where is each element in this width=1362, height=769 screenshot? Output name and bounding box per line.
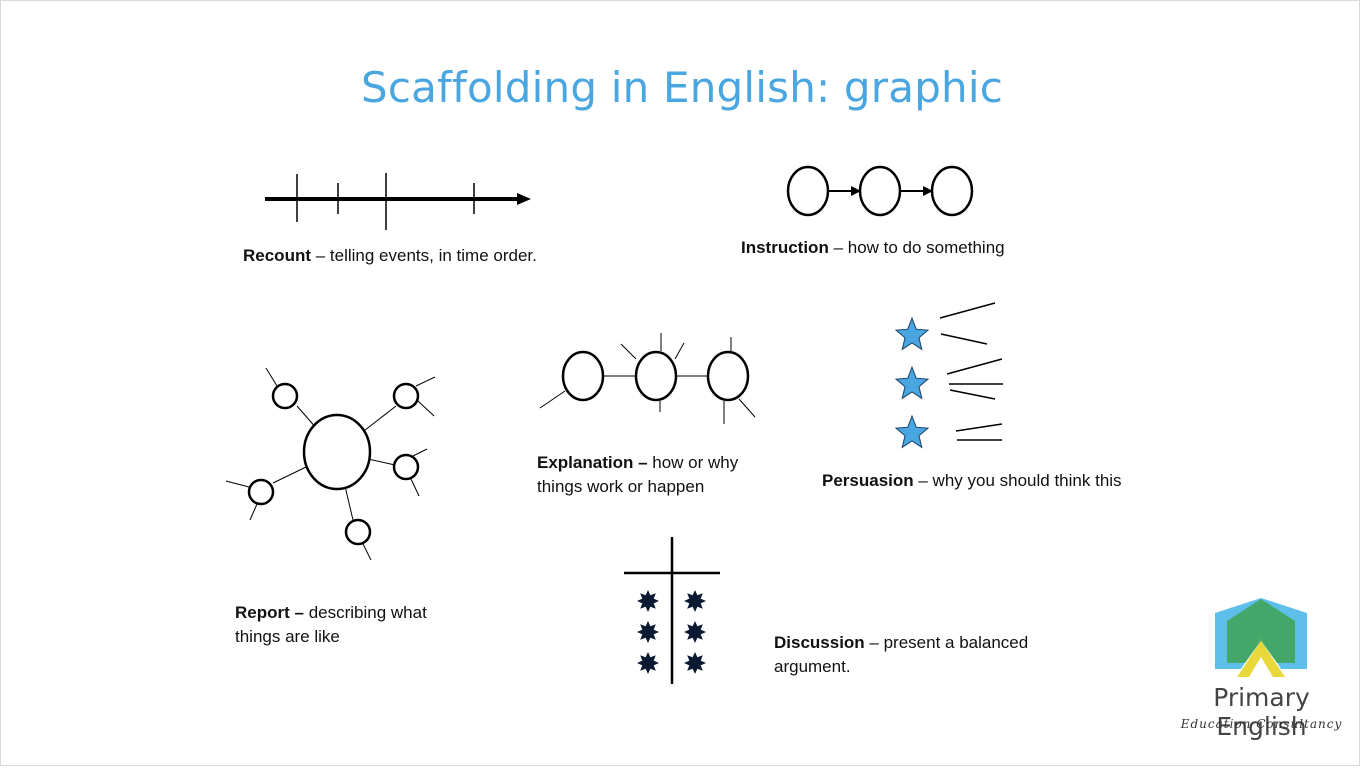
- burst-icon: [637, 590, 659, 612]
- report-web-graphic: [225, 367, 436, 561]
- burst-icon: [637, 621, 659, 643]
- discussion-desc: – present a balanced argument.: [774, 633, 1029, 676]
- report-term: Report –: [235, 603, 304, 622]
- slide-title: Scaffolding in English: graphic: [360, 63, 1004, 112]
- primary-english-logo-mark: [1215, 598, 1307, 677]
- recount-timeline-graphic: [265, 173, 531, 230]
- burst-icon: [684, 621, 706, 643]
- explanation-desc: how or why things work or happen: [537, 453, 739, 496]
- burst-icon: [684, 652, 706, 674]
- burst-icon: [637, 652, 659, 674]
- discussion-tchart-graphic: [624, 537, 720, 684]
- star-icon: [894, 316, 930, 351]
- report-desc: describing what things are like: [235, 603, 427, 646]
- logo-tagline: Education Consultancy: [1180, 717, 1343, 731]
- explanation-chain-graphic: [539, 333, 756, 424]
- recount-term: Recount: [243, 246, 311, 265]
- persuasion-graphic: [894, 302, 1003, 449]
- star-icon: [894, 414, 930, 449]
- persuasion-term: Persuasion: [822, 471, 914, 490]
- recount-caption: Recount – telling events, in time order.: [243, 244, 603, 268]
- report-caption: Report – describing what things are like: [235, 601, 450, 649]
- persuasion-desc: – why you should think this: [913, 471, 1122, 490]
- explanation-term: Explanation –: [537, 453, 648, 472]
- instruction-term: Instruction: [741, 238, 829, 257]
- instruction-flow-graphic: [786, 165, 974, 217]
- recount-desc: – telling events, in time order.: [311, 246, 537, 265]
- discussion-term: Discussion: [774, 633, 865, 652]
- logo-name: Primary English: [1213, 683, 1310, 741]
- star-icon: [894, 365, 930, 400]
- burst-icon: [684, 590, 706, 612]
- discussion-caption: Discussion – present a balanced argument…: [774, 631, 1054, 679]
- instruction-desc: – how to do something: [828, 238, 1005, 257]
- persuasion-caption: Persuasion – why you should think this: [822, 469, 1162, 493]
- instruction-caption: Instruction – how to do something: [741, 236, 1061, 260]
- explanation-caption: Explanation – how or why things work or …: [537, 451, 762, 499]
